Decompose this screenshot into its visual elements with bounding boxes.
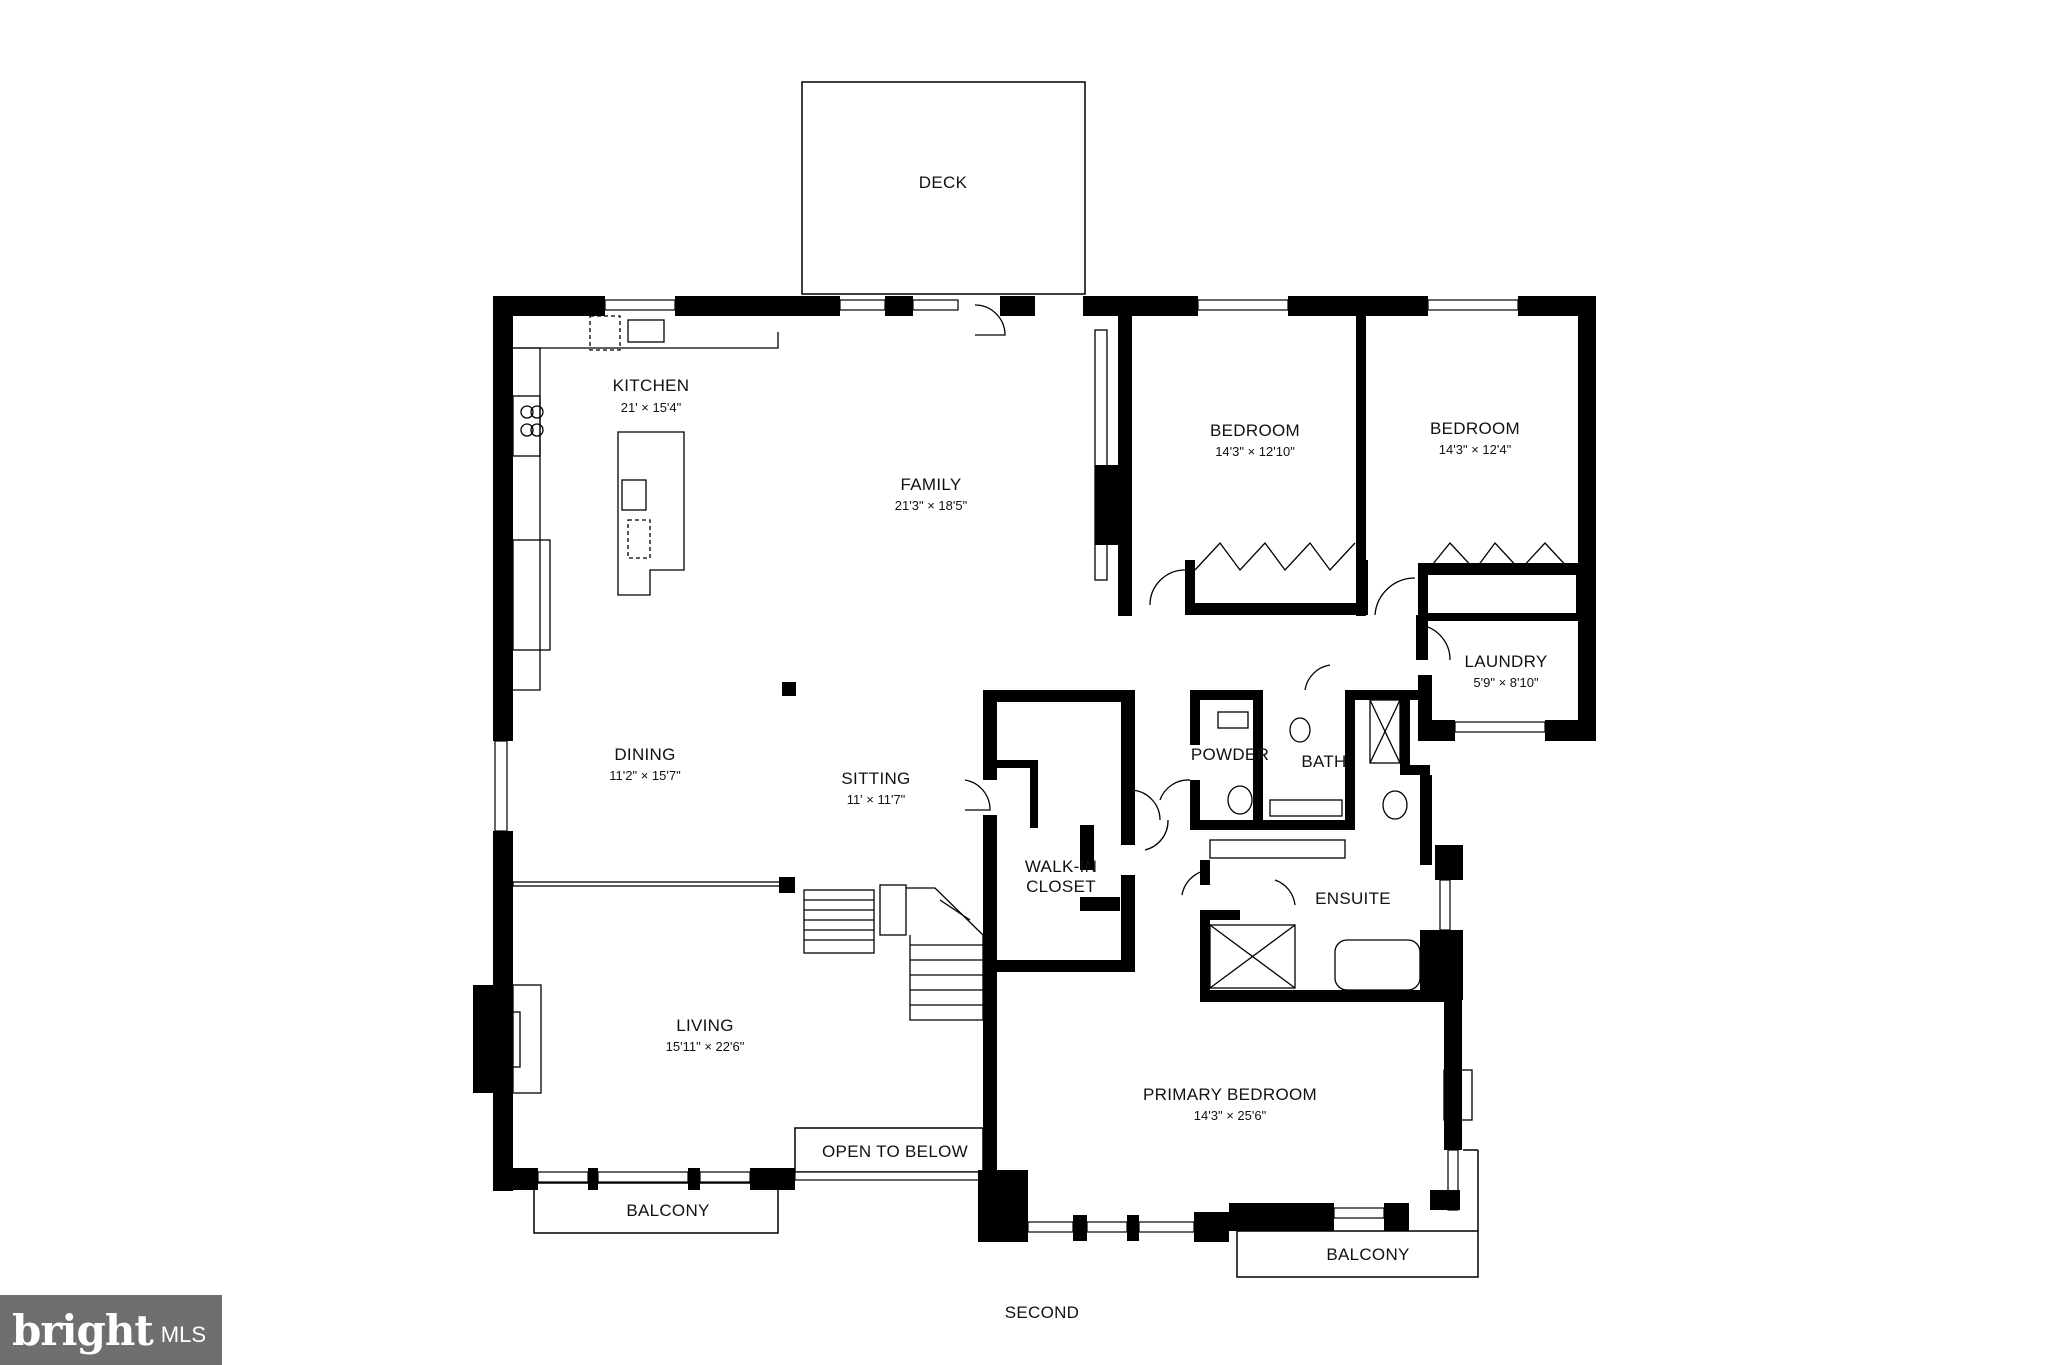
open-to-below-label: OPEN TO BELOW [822,1142,968,1161]
kitchen-label: KITCHEN [613,376,690,395]
balcony-left-outline [533,1182,779,1234]
laundry-label: LAUNDRY [1464,652,1547,671]
interior-walls [512,316,1596,1235]
sitting-label: SITTING [841,769,910,788]
bedroom-1-label: BEDROOM [1210,421,1300,440]
fixtures [512,304,1571,1021]
room-labels: DECK KITCHEN 21' × 15'4" FAMILY 21'3" × … [609,173,1547,1322]
floor-label: SECOND [1005,1303,1080,1322]
walk-in-closet-label-2: CLOSET [1026,877,1096,896]
primary-bedroom-dimensions: 14'3" × 25'6" [1194,1108,1267,1123]
dining-dimensions: 11'2" × 15'7" [609,768,681,783]
exterior-walls [473,296,1596,1242]
ensuite-label: ENSUITE [1315,889,1391,908]
living-dimensions: 15'11" × 22'6" [666,1039,745,1054]
bath-label: BATH [1301,752,1346,771]
walk-in-closet-label-1: WALK-IN [1025,857,1097,876]
bedroom-2-dimensions: 14'3" × 12'4" [1439,442,1512,457]
dining-label: DINING [614,745,675,764]
powder-label: POWDER [1191,745,1269,764]
primary-bedroom-label: PRIMARY BEDROOM [1143,1085,1317,1104]
family-dimensions: 21'3" × 18'5" [895,498,968,513]
deck-label: DECK [919,173,968,192]
brand-suffix: MLS [160,1322,207,1347]
bright-mls-logo: bright MLS [0,1295,222,1365]
open-to-below-outline [794,1127,984,1173]
living-label: LIVING [676,1016,734,1035]
bedroom-2-label: BEDROOM [1430,419,1520,438]
laundry-dimensions: 5'9" × 8'10" [1473,675,1539,690]
family-label: FAMILY [900,475,961,494]
balcony-right-label: BALCONY [1326,1245,1409,1264]
brand-name: bright [12,1305,154,1355]
deck-outline [801,81,1086,295]
kitchen-dimensions: 21' × 15'4" [621,400,682,415]
sitting-dimensions: 11' × 11'7" [847,792,906,807]
balcony-right-outline [1236,1230,1479,1278]
bedroom-1-dimensions: 14'3" × 12'10" [1215,444,1295,459]
balcony-left-label: BALCONY [626,1201,709,1220]
